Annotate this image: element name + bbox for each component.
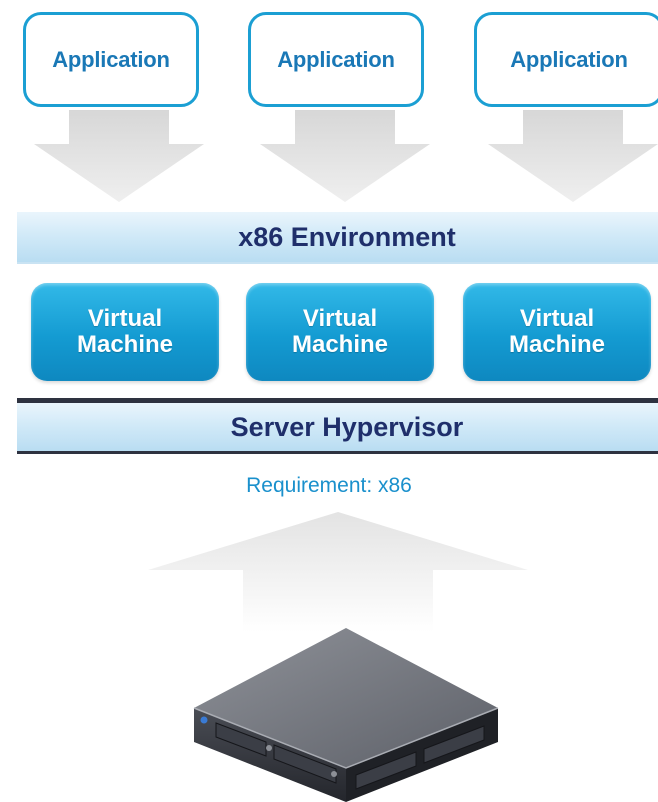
virtual-machine-label-line1: Virtual — [302, 305, 378, 332]
virtual-machine-label: Virtual Machine — [292, 306, 388, 358]
virtual-machine-box: Virtual Machine — [31, 283, 219, 381]
application-label: Application — [52, 46, 170, 72]
environment-label: x86 Environment — [238, 221, 456, 252]
environment-band: x86 Environment — [17, 212, 658, 264]
requirement-text: Requirement: x86 — [246, 474, 412, 497]
up-arrow-icon — [148, 512, 528, 632]
virtual-machine-box: Virtual Machine — [463, 283, 651, 381]
virtual-machine-label-line2: Machine — [291, 331, 389, 358]
virtual-machine-label-line2: Machine — [76, 331, 174, 358]
virtual-machine-label-line2: Machine — [508, 331, 606, 358]
virtual-machine-label: Virtual Machine — [77, 306, 173, 358]
application-label: Application — [277, 46, 395, 72]
virtual-machine-label: Virtual Machine — [509, 306, 605, 358]
virtual-machine-label-line1: Virtual — [87, 305, 163, 332]
hypervisor-label: Server Hypervisor — [230, 411, 464, 442]
application-box: Application — [248, 12, 424, 107]
server-icon — [193, 628, 499, 802]
down-arrow-icon — [260, 110, 430, 202]
application-box: Application — [474, 12, 658, 107]
down-arrow-icon — [34, 110, 204, 202]
application-label: Application — [510, 46, 628, 72]
down-arrow-icon — [488, 110, 658, 202]
virtual-machine-box: Virtual Machine — [246, 283, 434, 381]
hypervisor-band: Server Hypervisor — [17, 398, 658, 454]
application-box: Application — [23, 12, 199, 107]
virtual-machine-label-line1: Virtual — [519, 305, 595, 332]
